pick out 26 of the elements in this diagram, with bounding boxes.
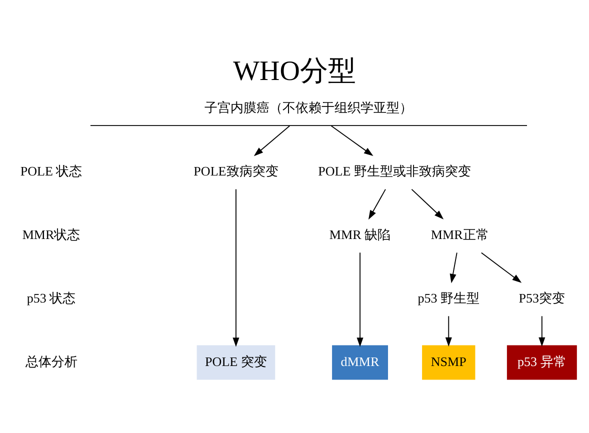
node-box: p53 异常 bbox=[506, 345, 577, 380]
label: MMR状态 bbox=[22, 227, 80, 242]
diagram-title: WHO分型 bbox=[233, 56, 356, 87]
arrow bbox=[330, 125, 374, 156]
label: p53 状态 bbox=[26, 290, 76, 306]
label: POLE 状态 bbox=[20, 164, 82, 179]
node-text: 子宫内膜癌（不依赖于组织学亚型） bbox=[204, 101, 413, 116]
arrow bbox=[356, 252, 364, 347]
node-box: NSMP bbox=[422, 345, 476, 380]
arrow bbox=[411, 188, 444, 220]
node-text: p53 野生型 bbox=[418, 290, 480, 306]
node-text: POLE致病突变 bbox=[194, 164, 278, 179]
node-text: POLE 野生型或非致病突变 bbox=[318, 164, 471, 179]
node-box: dMMR bbox=[332, 345, 388, 380]
arrow bbox=[254, 125, 290, 156]
node-text: P53突变 bbox=[518, 290, 566, 306]
label: 总体分析 bbox=[25, 354, 78, 369]
arrow bbox=[480, 252, 522, 283]
arrow bbox=[450, 252, 458, 284]
node-box: POLE 突变 bbox=[196, 345, 276, 380]
node-text: MMR 缺陷 bbox=[329, 227, 391, 242]
arrow bbox=[232, 188, 240, 347]
node-text: MMR正常 bbox=[430, 227, 489, 242]
arrow bbox=[538, 316, 546, 347]
arrow bbox=[445, 316, 452, 347]
arrow bbox=[368, 188, 386, 220]
